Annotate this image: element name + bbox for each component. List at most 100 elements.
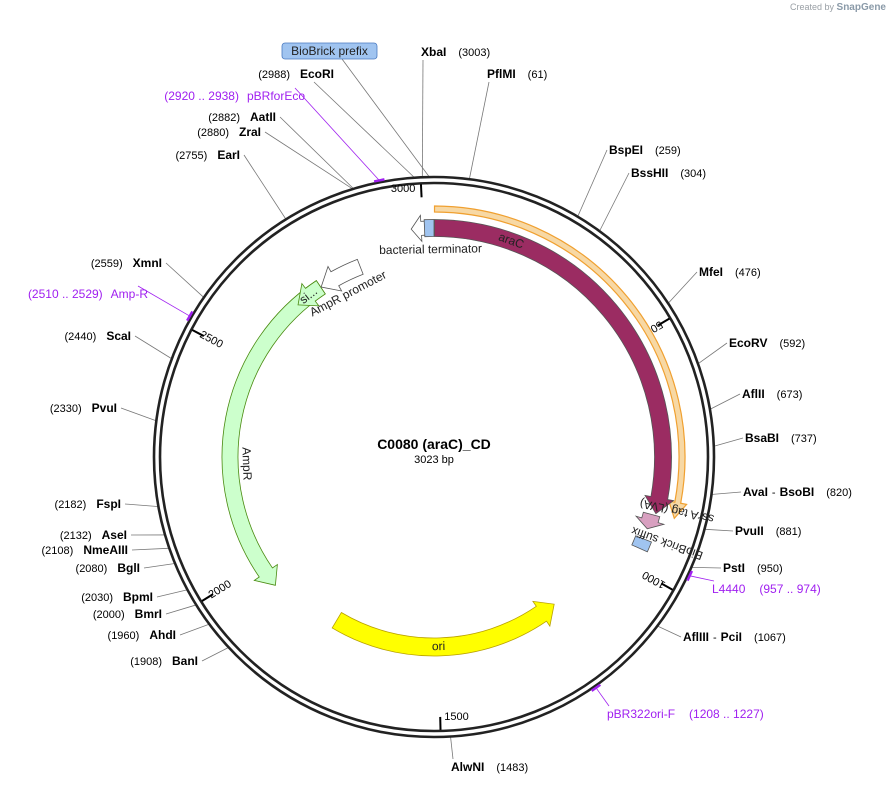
site-position: (737) xyxy=(791,433,817,445)
site-leader xyxy=(264,131,352,189)
site-scai[interactable]: (2440) ScaI xyxy=(65,329,131,343)
site-name: EarI xyxy=(217,148,240,162)
site-pvui[interactable]: (2330)PvuI xyxy=(50,401,117,415)
biobrick-prefix-label: BioBrick prefix xyxy=(291,44,368,58)
site-alwni[interactable]: AlwNI(1483) xyxy=(451,760,528,774)
site-bsabi[interactable]: BsaBI (737) xyxy=(745,431,817,445)
site-name: PciI xyxy=(721,630,742,644)
site-name: AseI xyxy=(102,528,127,542)
site-bpmi[interactable]: (2030)BpmI xyxy=(81,590,153,604)
site-name: BssHII xyxy=(631,166,668,180)
site-leader xyxy=(279,116,354,189)
site-name: BmrI xyxy=(135,607,162,621)
plasmid-name: C0080 (araC)_CD xyxy=(377,436,491,452)
site-name: NmeAIII xyxy=(83,543,128,557)
site-eari[interactable]: (2755)EarI xyxy=(176,148,240,162)
site-position: (1483) xyxy=(496,762,528,774)
site-leader xyxy=(120,407,156,421)
feature-ssra-tag-lva[interactable] xyxy=(634,511,666,530)
site-leader xyxy=(658,626,682,638)
feature-label-ampr: AmpR xyxy=(239,447,254,481)
site-asei[interactable]: (2132)AseI xyxy=(60,528,127,542)
primer-bar xyxy=(373,178,385,183)
svg-text:(2330)PvuI: (2330)PvuI xyxy=(50,401,117,415)
site-psti[interactable]: PstI(950) xyxy=(723,561,783,575)
site-name: XmnI xyxy=(133,256,162,270)
biobrick-prefix-box[interactable] xyxy=(281,42,378,60)
site-leader xyxy=(313,81,414,178)
site-name: ZraI xyxy=(239,125,261,139)
svg-text:PvuII(881): PvuII(881) xyxy=(735,524,801,538)
site-position: (2030) xyxy=(81,592,113,604)
site-ahdi[interactable]: (1960)AhdI xyxy=(108,628,176,642)
site-fspi[interactable]: (2182)FspI xyxy=(55,497,121,511)
feature-ampr[interactable] xyxy=(221,280,326,586)
site-aatii[interactable]: (2882)AatII xyxy=(208,110,276,124)
primer-pbrforeco[interactable]: (2920 .. 2938)pBRforEco xyxy=(164,87,385,183)
site-position: (2440) xyxy=(65,331,97,343)
site-bgli[interactable]: (2080)BglI xyxy=(76,561,140,575)
site-xmni[interactable]: (2559)XmnI xyxy=(91,256,162,270)
svg-text:(2880)ZraI: (2880) ZraI xyxy=(197,125,261,139)
site-bspei[interactable]: BspEI(259) xyxy=(609,143,681,157)
feature-biobrick-suffix[interactable] xyxy=(631,535,652,553)
site-mfei[interactable]: MfeI (476) xyxy=(699,265,761,279)
primer-bar xyxy=(686,570,694,582)
site-zrai[interactable]: (2880) ZraI xyxy=(197,125,261,139)
site-nmeaiii[interactable]: (2108)NmeAIII xyxy=(42,543,128,557)
feature-ori[interactable] xyxy=(331,600,555,657)
site-leader xyxy=(668,271,698,303)
site-position: (3003) xyxy=(458,47,490,59)
primer-leader xyxy=(294,87,380,181)
site-name: AhdI xyxy=(149,628,176,642)
primer-marks: L4440(957 .. 974) pBR322ori-F(1208 .. 122… xyxy=(28,87,821,721)
svg-text:(2882)AatII: (2882)AatII xyxy=(208,110,276,124)
tick-mark xyxy=(191,329,205,337)
site-position: (2880) xyxy=(197,127,229,139)
site-leader xyxy=(714,437,744,447)
site-position: (592) xyxy=(779,338,805,350)
site-xbai[interactable]: XbaI(3003) xyxy=(421,45,490,59)
site-leader xyxy=(577,149,608,216)
site-name: EcoRV xyxy=(729,336,767,350)
svg-text:(2108)NmeAIII: (2108)NmeAIII xyxy=(42,543,128,557)
site-name: EcoRI xyxy=(300,67,334,81)
site-bani[interactable]: (1908)BanI xyxy=(130,654,198,668)
primer-pbr322ori-f[interactable]: pBR322ori-F(1208 .. 1227) xyxy=(590,683,764,721)
site-pvuii[interactable]: PvuII(881) xyxy=(735,524,801,538)
feature-ampr-promoter[interactable] xyxy=(320,258,364,292)
site-name: ScaI xyxy=(106,329,131,343)
site-avai-bsobi[interactable]: AvaI-BsoBI(820) xyxy=(743,485,852,499)
site-ecorv[interactable]: EcoRV (592) xyxy=(729,336,805,350)
tick-mark xyxy=(201,593,214,602)
svg-text:(1908)BanI: (1908)BanI xyxy=(130,654,198,668)
site-afliii-pcii[interactable]: AflIII-PciI(1067) xyxy=(683,630,786,644)
site-aflii[interactable]: AflII(673) xyxy=(742,387,802,401)
primer-amp-r[interactable]: (2510 .. 2529)Amp-R xyxy=(28,285,194,322)
site-position: (304) xyxy=(680,168,706,180)
site-ecori[interactable]: (2988)EcoRI xyxy=(258,67,334,81)
site-name: BglI xyxy=(117,561,140,575)
site-leader xyxy=(165,262,204,298)
primer-l4440[interactable]: L4440(957 .. 974) xyxy=(686,570,821,596)
svg-text:(1960)AhdI: (1960)AhdI xyxy=(108,628,176,642)
site-leader xyxy=(165,604,196,615)
site-pflmi[interactable]: PflMI(61) xyxy=(487,67,547,81)
site-leader xyxy=(710,393,741,410)
site-bsshii[interactable]: BssHII (304) xyxy=(631,166,706,180)
site-name: BsaBI xyxy=(745,431,779,445)
site-position: (1067) xyxy=(754,632,786,644)
svg-text:(2080)BglI: (2080)BglI xyxy=(76,561,140,575)
site-name: MfeI xyxy=(699,265,723,279)
site-position: (2000) xyxy=(93,609,125,621)
site-leader xyxy=(156,589,187,598)
feature-biobrick-prefix[interactable] xyxy=(423,219,435,238)
site-name: PstI xyxy=(723,561,745,575)
site-position: (476) xyxy=(735,267,761,279)
svg-text:(2440)ScaI: (2440) ScaI xyxy=(65,329,131,343)
svg-text:pBR322ori-F(1208 .. 1227): pBR322ori-F(1208 .. 1227) xyxy=(607,707,764,721)
svg-text:(2920 .. 2938)pBRforEco: (2920 .. 2938)pBRforEco xyxy=(164,89,305,103)
svg-text:AflII(673): AflII(673) xyxy=(742,387,802,401)
site-bmri[interactable]: (2000) BmrI xyxy=(93,607,162,621)
feature-arac[interactable] xyxy=(434,219,675,515)
